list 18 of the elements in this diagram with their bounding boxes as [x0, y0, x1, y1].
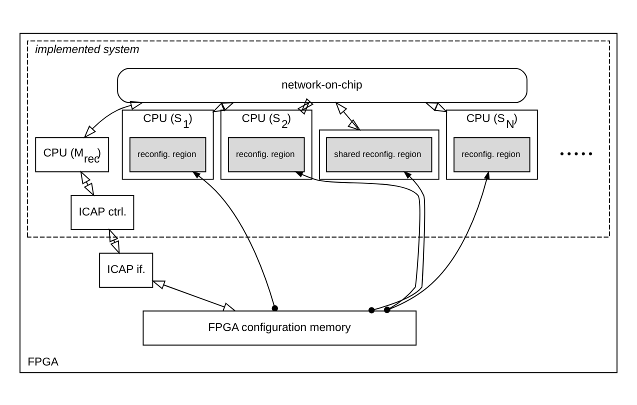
node-box: reconfig. region [228, 136, 305, 172]
arrow [84, 100, 144, 138]
node-box: ICAP ctrl. [70, 194, 134, 230]
arrow [335, 101, 361, 130]
arrow [192, 170, 278, 311]
node-box: shared reconfig. region [326, 136, 432, 172]
arrow [152, 280, 237, 311]
label: • • • • • [560, 148, 593, 160]
arrow [80, 170, 94, 196]
node-box: network-on-chip [117, 67, 528, 103]
node-box: ICAP if. [99, 252, 154, 288]
arrow [424, 102, 448, 112]
node-box: reconfig. region [129, 136, 206, 172]
node-box: reconfig. region [454, 136, 530, 172]
node-box: FPGA configuration memory [142, 310, 417, 346]
arrow [212, 102, 235, 112]
arrow [108, 228, 120, 254]
arrow [297, 98, 314, 114]
